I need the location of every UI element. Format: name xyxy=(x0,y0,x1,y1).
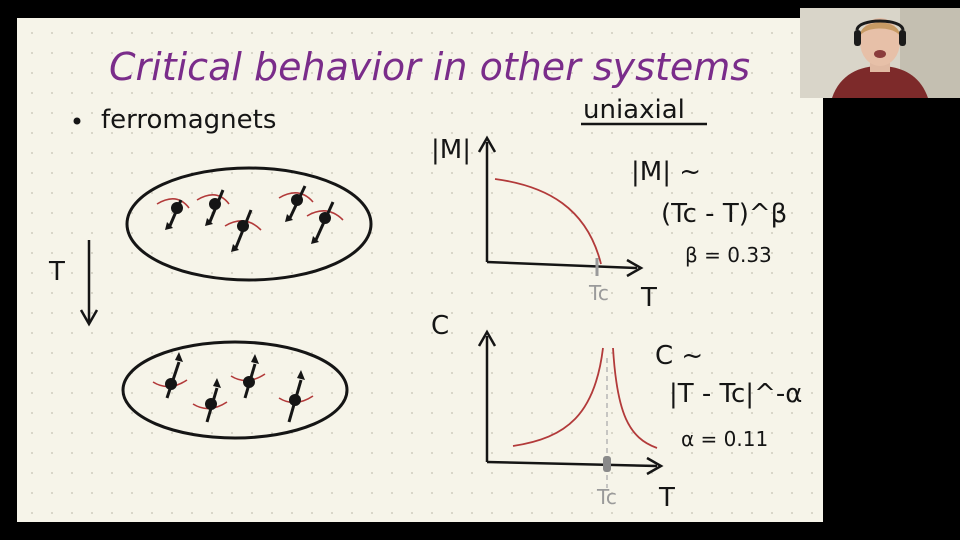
spin-1 xyxy=(156,198,190,230)
heat-capacity-curve-right xyxy=(612,347,658,449)
spin-2 xyxy=(196,189,230,226)
magnetization-formula-line1: |M| ~ xyxy=(631,157,701,187)
presenter-webcam xyxy=(800,8,960,98)
heat-capacity-formula-line2: |T - Tc|^-α xyxy=(669,379,802,409)
spin-3 xyxy=(224,209,262,252)
temperature-label: T xyxy=(48,257,65,287)
slide-canvas: Critical behavior in other systems ferro… xyxy=(17,18,823,522)
heat-capacity-x-label: T xyxy=(658,483,675,513)
uniaxial-label: uniaxial xyxy=(583,95,685,125)
magnetization-tc-label: Tc xyxy=(588,281,609,305)
magnetization-formula-line2: (Tc - T)^β xyxy=(661,199,787,229)
magnetization-y-label: |M| xyxy=(431,135,471,165)
presenter-video-icon xyxy=(800,8,960,98)
heat-capacity-curve-left xyxy=(512,347,604,447)
heat-capacity-y-label: C xyxy=(431,311,449,341)
spin-7 xyxy=(192,378,228,423)
magnetization-exponent: β = 0.33 xyxy=(685,243,772,267)
slide-drawing: Critical behavior in other systems ferro… xyxy=(48,45,802,513)
spin-5 xyxy=(306,201,344,244)
spin-4 xyxy=(278,185,314,222)
disordered-ellipse xyxy=(125,166,373,282)
disordered-spins xyxy=(156,185,344,252)
slide-title: Critical behavior in other systems xyxy=(109,45,750,89)
ordered-ellipse xyxy=(121,340,349,440)
heat-capacity-tc-label: Tc xyxy=(596,485,617,509)
magnetization-curve xyxy=(494,178,602,265)
spin-8 xyxy=(230,354,266,399)
temperature-arrow-head xyxy=(79,309,99,327)
magnetization-plot: |M| Tc T |M| ~ (Tc - T)^β β = 0.33 xyxy=(431,135,787,313)
magnetization-x-label: T xyxy=(640,283,657,313)
bullet-text: ferromagnets xyxy=(101,105,276,135)
heat-capacity-exponent: α = 0.11 xyxy=(681,427,768,451)
bullet-dot xyxy=(73,117,81,125)
spin-9 xyxy=(278,370,314,423)
ordered-spins xyxy=(152,352,314,423)
heat-capacity-formula-line1: C ~ xyxy=(655,341,703,371)
heat-capacity-plot: C Tc T C ~ |T - Tc|^-α α = 0.11 xyxy=(431,311,802,513)
spin-6 xyxy=(152,352,188,399)
